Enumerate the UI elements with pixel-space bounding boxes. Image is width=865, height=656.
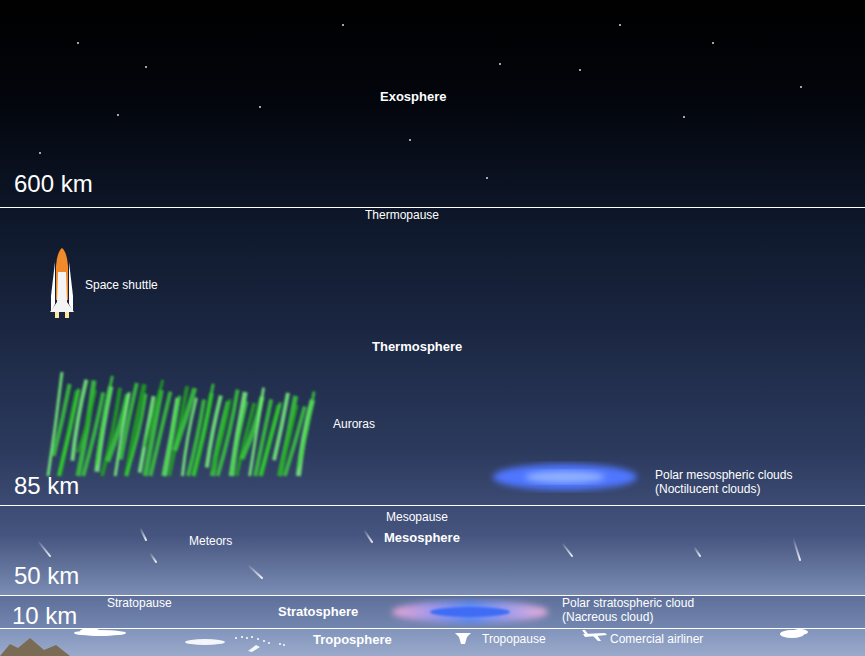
stratosphere-ground (0, 595, 865, 628)
layer-name: Mesosphere (384, 530, 460, 545)
meteor-streaks (38, 528, 800, 578)
atmosphere-layer-band: MesopauseMesosphere Meteors 50 km (0, 505, 865, 595)
nacreous-cloud-core (430, 607, 510, 617)
troposphere-ground (0, 628, 865, 656)
layer-name: Thermosphere (372, 339, 462, 354)
stars (39, 24, 802, 179)
illustration-label: Space shuttle (85, 278, 158, 292)
nacreous-cloud (392, 601, 548, 623)
layer-name: Troposphere (313, 632, 392, 647)
sky-ground (0, 0, 865, 595)
noctilucent-cloud (493, 464, 637, 490)
altitude-label: 600 km (14, 171, 93, 197)
boundary-name: Stratopause (107, 596, 172, 610)
illustration-label: Meteors (189, 534, 232, 548)
space-shuttle (50, 248, 74, 318)
boundary-name: Mesopause (386, 510, 448, 524)
noctilucent-cloud-core (525, 471, 605, 483)
tropospheric-clouds (74, 628, 808, 652)
airliner-icon (582, 630, 607, 641)
aurora-figure (48, 372, 314, 476)
atmosphere-layer-band: ThermopauseSpace shuttleThermosphereAuro… (0, 207, 865, 505)
illustration-label: Polar stratospheric cloud (Nacreous clou… (562, 596, 727, 624)
tropopause-anvil-cloud (455, 633, 471, 644)
boundary-name: Thermopause (365, 208, 439, 222)
boundary-name: Tropopause (482, 632, 546, 646)
altitude-label: 85 km (14, 473, 79, 499)
layer-boundaries (0, 208, 865, 629)
illustration-label: Polar mesospheric clouds (Noctilucent cl… (655, 468, 825, 496)
altitude-label: 50 km (14, 563, 79, 589)
atmosphere-layer-band: Exosphere 600 km (0, 0, 865, 207)
illustration-label: Comercial airliner (610, 632, 703, 646)
layer-name: Stratosphere (278, 604, 358, 619)
atmosphere-layer-band: Troposphere Tropopause Comercial airliner (0, 628, 865, 656)
layer-name: Exosphere (380, 89, 446, 104)
atmosphere-layer-band: 10 km StratopauseStratosphere Polar strato… (0, 595, 865, 628)
mountains (0, 638, 70, 656)
altitude-label: 10 km (12, 603, 77, 629)
illustration-label: Auroras (333, 417, 375, 431)
